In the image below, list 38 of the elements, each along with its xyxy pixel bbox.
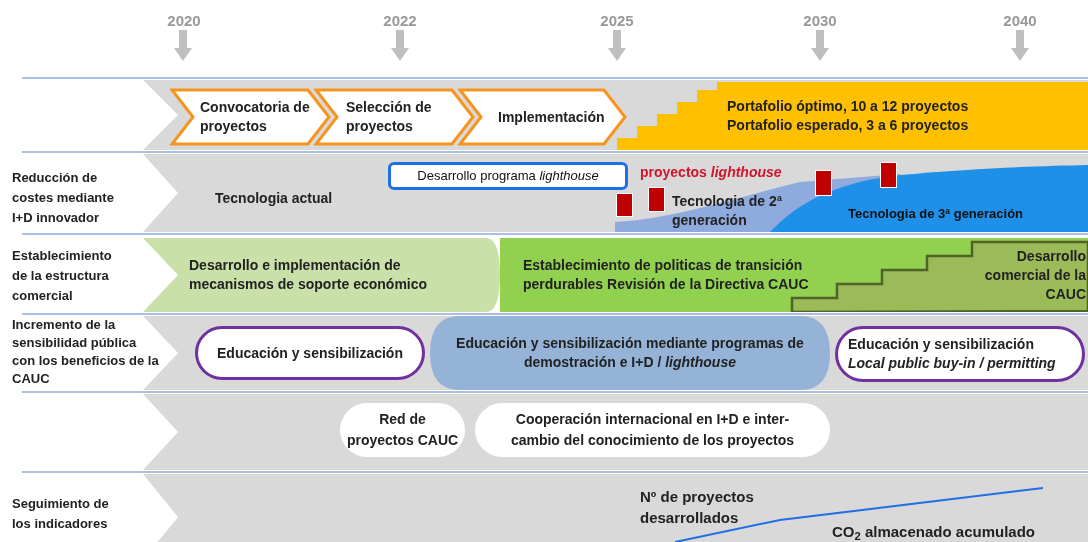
box-text: Local public buy-in / permitting (848, 354, 1057, 373)
band-text: Desarrollo e implementación de mecanismos de soporte económico (189, 256, 429, 294)
rounded-box: Educación y sensibilización (195, 326, 425, 380)
rounded-box: Cooperación internacional en I+D e inter- cambio del conocimiento de los proyectos (475, 403, 830, 457)
phase-band (143, 238, 500, 312)
rounded-box: Red de proyectos CAUC (340, 403, 465, 457)
band-text: Desarrollo comercial de la CAUC (983, 246, 1086, 304)
marker-bar (616, 193, 633, 217)
row-heading: Incremento de la sensibilidad pública con los beneficios de la CAUC (12, 316, 160, 388)
label-text: proyectos lighthouse (640, 163, 783, 182)
year-label: 2040 (1002, 11, 1038, 31)
row-heading: Seguimiento de los indicadores (12, 495, 110, 533)
step-label: Convocatoria de proyectos (200, 98, 311, 136)
year-label: 2025 (599, 11, 635, 31)
box-text: Educación y sensibilización (848, 335, 1035, 354)
band-label: Tecnologia de 3ª generación (848, 204, 1073, 224)
year-label: 2020 (166, 11, 202, 31)
step-label: Implementación (498, 107, 606, 127)
marker-bar (648, 187, 665, 212)
row-heading: Establecimiento de la estructura comercial (12, 247, 113, 305)
year-label: 2022 (382, 11, 418, 31)
rounded-box (835, 326, 1085, 382)
row-heading: Reducción de costes mediante I+D innovador (12, 169, 115, 227)
band-text: Establecimiento de politicas de transición perdurables Revisión de la Directiva CAUC (523, 256, 810, 294)
program-box: Desarrollo programa lighthouse (388, 162, 628, 190)
chart-label: Nº de proyectos desarrollados (640, 487, 755, 528)
chart-label: CO$_{2}$ almacenado acumulado (832, 522, 1036, 541)
band-label: Tecnologia actual (215, 188, 375, 212)
band-text: Portafolio óptimo, 10 a 12 proyectos (727, 97, 970, 116)
year-label: 2030 (802, 11, 838, 31)
marker-bar (815, 170, 832, 196)
band-label: Tecnologia de 2ª generación (672, 192, 807, 232)
phase-band (430, 316, 830, 390)
band-text: Educación y sensibilización mediante programas de demostración e I+D / lighthouse (455, 334, 805, 372)
step-label: Selección de proyectos (346, 98, 433, 136)
marker-bar (880, 162, 897, 188)
band-text: Portafolio esperado, 3 a 6 proyectos (727, 116, 970, 135)
phase-band (500, 238, 1088, 312)
